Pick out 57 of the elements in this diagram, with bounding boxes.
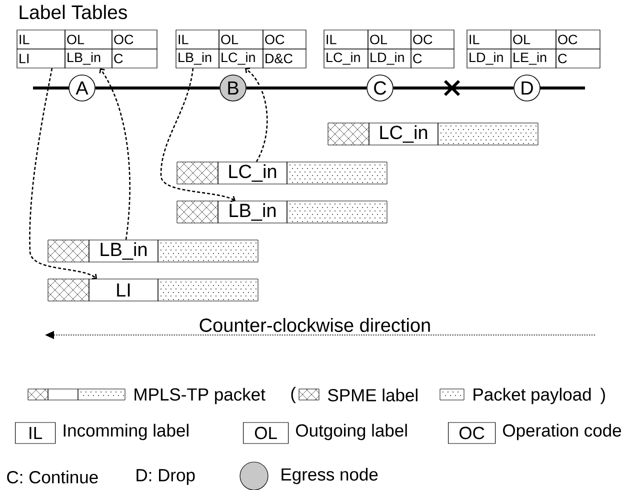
packet: LC_in [328, 122, 538, 146]
table-cell: LI [16, 48, 66, 68]
direction-label: Counter-clockwise direction [200, 318, 430, 332]
ring-link [393, 86, 514, 90]
key-text: Operation code [503, 424, 622, 440]
table-cell: LC_in [324, 48, 368, 68]
legend-text: MPLS-TP packet [134, 388, 266, 404]
packet: LB_in [48, 240, 258, 262]
table-cell: OL [64, 30, 112, 50]
ring-link [95, 86, 220, 90]
parenthesis: ) [600, 388, 605, 404]
table-cell: OL [218, 30, 264, 50]
table-cell: LE_in [510, 48, 556, 68]
table-cell: OC [112, 30, 158, 50]
table-cell: OL [510, 30, 556, 50]
table-cell: LD_in [466, 48, 512, 68]
table-cell: D&C [262, 48, 306, 68]
table-cell: C [112, 48, 158, 68]
ring-link [246, 86, 367, 90]
dashed-arrow [160, 68, 236, 202]
key-text: Outgoing label [296, 424, 407, 440]
heading: Label Tables [20, 4, 127, 20]
packet: LI [48, 278, 258, 302]
legend-text: Packet payload [474, 388, 591, 404]
table-cell: LC_in [218, 48, 264, 68]
legend-text: SPME label [328, 388, 418, 402]
table-cell: IL [176, 30, 220, 50]
dashed-arrow [245, 68, 268, 162]
node-label: LI [117, 283, 130, 297]
dashed-arrow [29, 68, 97, 280]
node-label: LC_in [229, 164, 276, 182]
table-cell: IL [16, 30, 66, 50]
node-label: LB_in [230, 203, 276, 221]
packet: LC_in [176, 162, 388, 184]
abbreviation: D: Drop [136, 469, 195, 485]
table-cell: OC [262, 30, 306, 50]
table-cell: IL [324, 30, 368, 50]
table-cell: LB_in [64, 48, 112, 68]
abbreviation: C: Continue [7, 470, 98, 484]
table-cell: IL [466, 30, 512, 50]
table-cell: C [410, 48, 454, 68]
parenthesis: ( [291, 386, 296, 404]
packet: LB_in [176, 200, 388, 224]
table-cell: C [556, 48, 600, 68]
legend-text: Egress node [282, 468, 378, 484]
node-label: LB_in [100, 242, 147, 260]
key-box: OL [243, 422, 289, 444]
key-text: Incomming label [64, 424, 188, 440]
key-box: IL [15, 422, 56, 444]
table-cell: LD_in [368, 48, 412, 68]
table-cell: OC [410, 30, 454, 50]
table-cell: LB_in [176, 48, 220, 68]
table-cell: OC [556, 30, 600, 50]
dashed-arrow [99, 68, 130, 240]
key-box: OC [448, 422, 496, 444]
node-label: LC_in [380, 125, 428, 143]
table-cell: OL [368, 30, 412, 50]
